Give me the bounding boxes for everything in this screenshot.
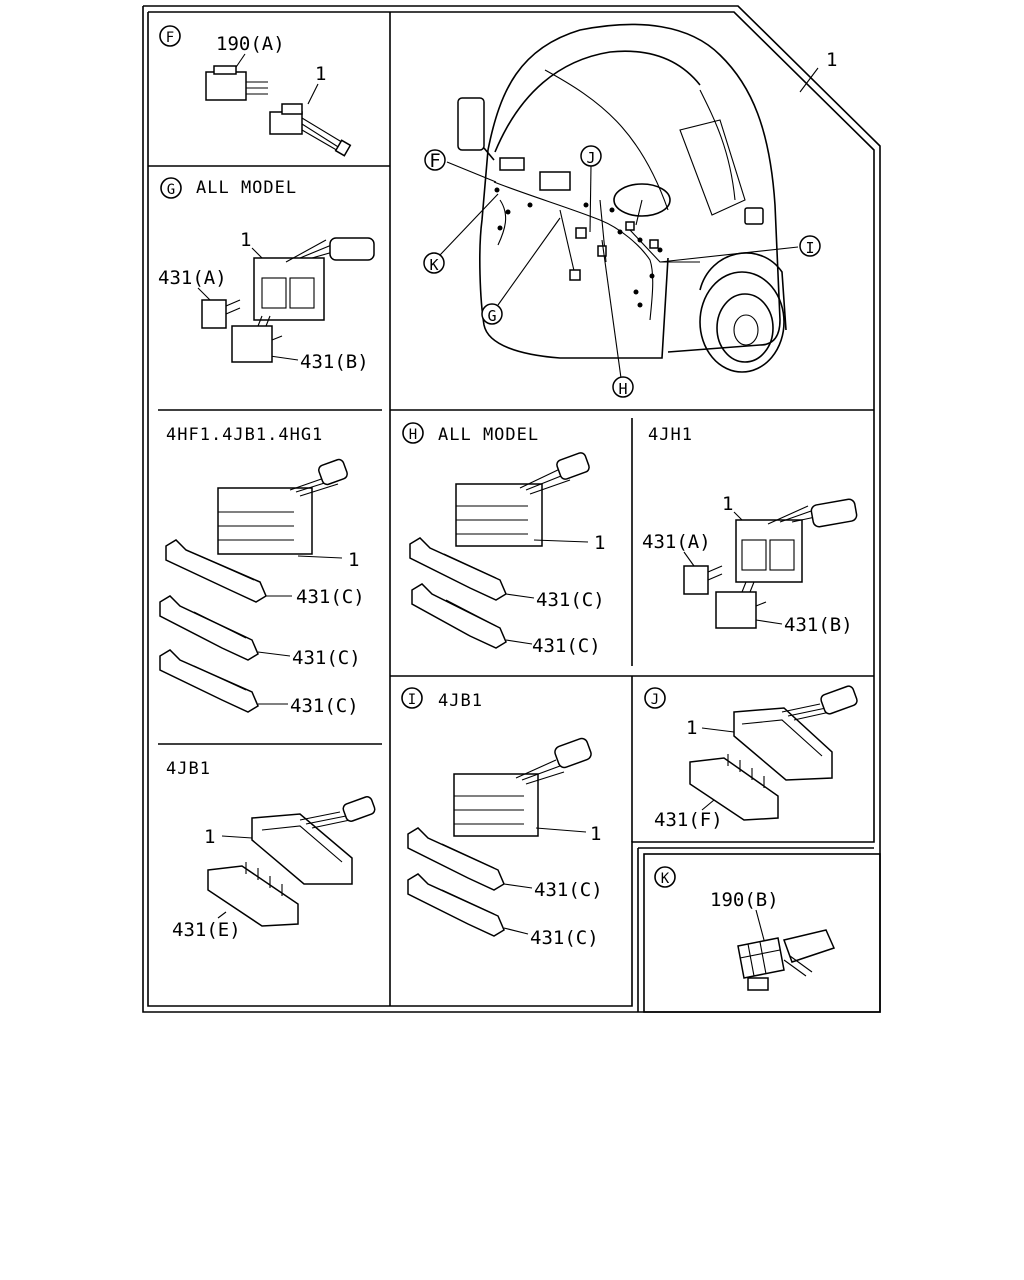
panel-j-label-431f: 431(F) <box>654 809 723 831</box>
lock-431c-3 <box>159 649 259 713</box>
panel-h2-label-1: 1 <box>722 493 733 515</box>
panel-i: I 4JB1 1 431(C) 431(C) <box>401 687 603 949</box>
relay-431b-h2 <box>715 581 767 629</box>
panel-j-label-1: 1 <box>686 717 697 739</box>
panel-g-letter: G <box>167 182 175 198</box>
svg-text:K: K <box>429 256 438 274</box>
panel-f-letter: F <box>166 30 174 46</box>
connector-190a <box>205 65 268 101</box>
panel-f: F 190(A) 1 <box>159 25 352 157</box>
connector-1-f <box>269 103 352 157</box>
panel-f-label-190a: 190(A) <box>216 33 285 55</box>
svg-text:I: I <box>805 239 814 257</box>
callout-f: F <box>424 149 446 172</box>
panel-g2-label-431c-1: 431(C) <box>296 586 365 608</box>
truck-cab-illustration <box>439 23 819 379</box>
panel-j-letter: J <box>651 692 659 708</box>
panel-k-letter: K <box>661 871 670 887</box>
relay-431a-h2 <box>683 565 723 595</box>
panel-g-header: ALL MODEL <box>196 178 297 198</box>
outer-frame <box>142 5 881 1013</box>
lock-431c-2 <box>159 595 259 661</box>
panel-g-label-1: 1 <box>240 229 251 251</box>
panel-g2-label-431c-3: 431(C) <box>290 695 359 717</box>
panel-h: H ALL MODEL 1 431(C) 431(C) <box>402 422 605 657</box>
panel-i-label-431c-2: 431(C) <box>530 927 599 949</box>
callout-i: I <box>799 235 821 257</box>
panel-h-label-1: 1 <box>594 532 605 554</box>
panel-h2-header: 4JH1 <box>648 425 693 445</box>
relay-431a <box>201 299 241 329</box>
svg-text:J: J <box>586 149 595 167</box>
panel-g2-label-431c-2: 431(C) <box>292 647 361 669</box>
connector-1-g <box>253 237 375 321</box>
connector-1-g3 <box>251 796 376 885</box>
panel-i-letter: I <box>408 692 416 708</box>
panel-h2-label-431b: 431(B) <box>784 614 853 636</box>
panel-i-label-1: 1 <box>590 823 601 845</box>
panel-g-label-431a: 431(A) <box>158 267 227 289</box>
callout-k: K <box>423 252 445 274</box>
panel-f-label-1: 1 <box>315 63 326 85</box>
panel-g2: 4HF1.4JB1.4HG1 1 431(C) 431(C) 431(C) <box>159 425 365 717</box>
panel-k: K 190(B) <box>654 866 836 991</box>
panel-g2-header: 4HF1.4JB1.4HG1 <box>166 425 323 445</box>
panel-j: J 1 431(F) <box>644 685 858 831</box>
svg-text:G: G <box>487 307 496 325</box>
lock-431c-i2 <box>407 873 505 937</box>
panel-i-header: 4JB1 <box>438 691 483 711</box>
svg-text:F: F <box>429 150 440 172</box>
panel-g: G ALL MODEL 1 431(A) 431(B) <box>158 177 375 373</box>
panel-h-label-431c-1: 431(C) <box>536 589 605 611</box>
connector-1-i <box>453 737 592 837</box>
panel-g3: 4JB1 1 431(E) <box>166 759 376 941</box>
panel-h2-label-431a: 431(A) <box>642 531 711 553</box>
main-ref-number: 1 <box>826 49 837 71</box>
connector-1-g2 <box>217 458 348 555</box>
callout-j: J <box>580 145 602 167</box>
svg-text:H: H <box>618 380 627 398</box>
panel-h-label-431c-2: 431(C) <box>532 635 601 657</box>
panel-h-header: ALL MODEL <box>438 425 539 445</box>
connector-190b <box>737 929 836 991</box>
panel-k-label-190b: 190(B) <box>710 889 779 911</box>
relay-431b <box>231 315 283 363</box>
connector-1-j <box>733 685 858 781</box>
panel-g3-header: 4JB1 <box>166 759 211 779</box>
lock-431c-h2 <box>411 583 507 649</box>
connector-1-h <box>455 452 590 547</box>
panel-g-label-431b: 431(B) <box>300 351 369 373</box>
callout-h: H <box>612 376 634 398</box>
connector-1-h2 <box>735 498 858 583</box>
panel-h2: 4JH1 1 431(A) 431(B) <box>642 425 858 636</box>
panel-g3-label-1: 1 <box>204 826 215 848</box>
lock-431f <box>689 754 779 821</box>
lock-431e <box>207 862 299 927</box>
panel-g2-label-1: 1 <box>348 549 359 571</box>
callout-g: G <box>481 303 503 325</box>
panel-i-label-431c-1: 431(C) <box>534 879 603 901</box>
panel-h-letter: H <box>409 427 417 443</box>
panel-g3-label-431e: 431(E) <box>172 919 241 941</box>
